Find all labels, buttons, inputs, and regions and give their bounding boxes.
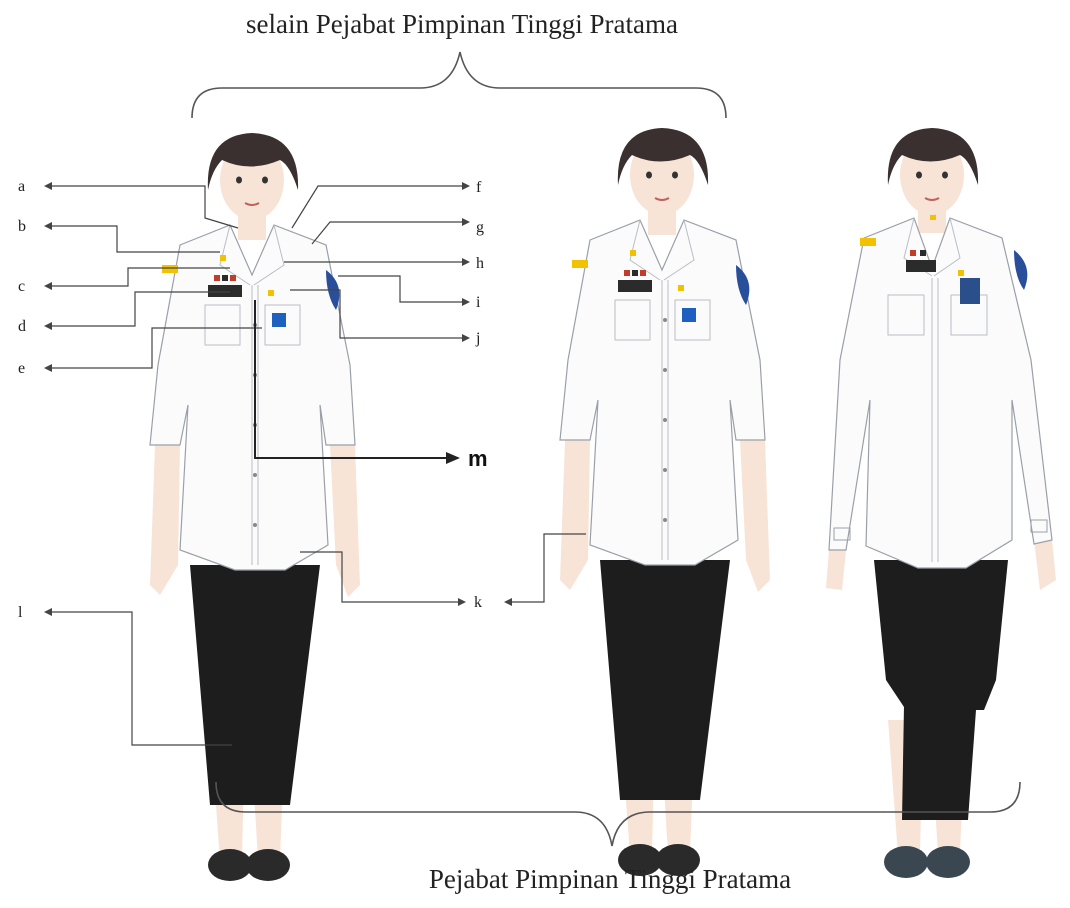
label-f: f xyxy=(476,179,482,196)
caption-top: selain Pejabat Pimpinan Tinggi Pratama xyxy=(246,9,678,39)
label-i: i xyxy=(476,294,481,311)
caption-bottom: Pejabat Pimpinan Tinggi Pratama xyxy=(429,864,791,894)
label-e: e xyxy=(18,360,25,377)
figure-short-sleeve-2 xyxy=(560,128,770,876)
callout-i xyxy=(338,276,462,302)
label-m: m xyxy=(468,446,488,471)
figure-short-sleeve-1 xyxy=(150,133,360,881)
callout-a xyxy=(52,186,238,228)
label-d: d xyxy=(18,318,26,335)
callout-k-left xyxy=(300,552,458,602)
label-g: g xyxy=(476,219,484,236)
label-h: h xyxy=(476,255,484,272)
label-c: c xyxy=(18,278,25,295)
callout-g xyxy=(312,222,462,244)
label-k: k xyxy=(474,594,482,611)
label-b: b xyxy=(18,218,26,235)
brace-top xyxy=(192,52,726,118)
label-j: j xyxy=(475,330,480,347)
figure-long-sleeve xyxy=(826,128,1056,878)
label-a: a xyxy=(18,178,25,195)
label-l: l xyxy=(18,604,23,621)
